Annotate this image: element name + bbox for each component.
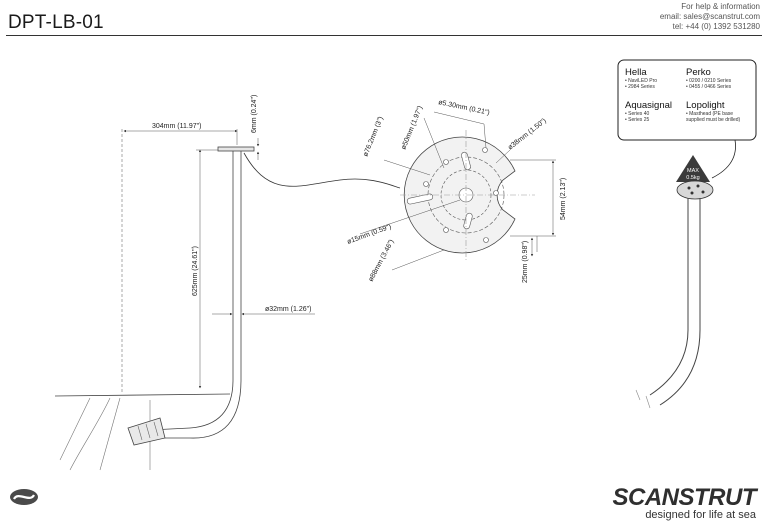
- compat-hella-1: • NaviLED Pro: [625, 78, 657, 84]
- pole-bend-inner: [149, 379, 234, 431]
- render-pole-left: [649, 198, 689, 396]
- dim-88-label: ø88mm (3.46"): [368, 239, 396, 283]
- contact-email: email: sales@scanstrut.com: [659, 12, 760, 21]
- compat-perko-1: • 0200 / 0210 Series: [686, 78, 732, 84]
- compat-perko-title: Perko: [686, 67, 711, 78]
- dim-diameter-label: ø32mm (1.26"): [265, 306, 311, 313]
- dim-25-label: 25mm (0.98"): [522, 241, 529, 283]
- max-load-badge: [676, 155, 710, 182]
- slot-left: [406, 193, 434, 205]
- dim-50-label: ø50mm (1.97"): [400, 105, 424, 151]
- plate-dimension-lines: [359, 111, 556, 271]
- deck-line: [54, 393, 231, 397]
- dim-76-label: ø76.2mm (3"): [362, 116, 384, 158]
- dim-38-label: ø38mm (1.50"): [507, 117, 548, 151]
- page-title: DPT-LB-01: [8, 12, 104, 33]
- dim-height-label: 625mm (24.61"): [192, 246, 199, 296]
- pole-bend-outer: [150, 379, 242, 439]
- dim-width-label: 304mm (11.97"): [152, 123, 201, 130]
- render-pole-right: [659, 198, 701, 406]
- max-badge-line1: MAX: [687, 168, 699, 174]
- hull-lines: [59, 397, 151, 471]
- product-render: MAX 0.5kg: [635, 155, 714, 409]
- brand-logo: SCANSTRUT: [612, 484, 757, 511]
- foot-bracket: [127, 417, 166, 446]
- contact-tel: tel: +44 (0) 1392 531280: [672, 22, 760, 31]
- brand-tagline: designed for life at sea: [645, 509, 756, 521]
- dim-54-label: 54mm (2.13"): [560, 178, 567, 220]
- compat-aquasignal-1: • Series 40: [625, 111, 649, 117]
- compat-aquasignal-title: Aquasignal: [625, 100, 672, 111]
- compat-leader-line: [711, 139, 736, 179]
- plate-features: [400, 130, 535, 260]
- dim-5-30-label: ø5.30mm (0.21"): [438, 99, 491, 117]
- slot-bottom: [463, 212, 473, 230]
- compat-lopolight-2: supplied must be drilled): [686, 117, 741, 123]
- side-view: [54, 146, 401, 471]
- top-plate: [217, 146, 255, 152]
- s-logo-icon: [10, 489, 38, 505]
- dim-15-label: ø15mm (0.59"): [346, 223, 392, 245]
- compat-hella-2: • 2984 Series: [625, 84, 655, 90]
- compat-aquasignal-2: • Series 25: [625, 117, 649, 123]
- header-divider: [6, 35, 762, 36]
- screw-hole-1: [482, 147, 488, 153]
- compat-lopolight-title: Lopolight: [686, 100, 725, 111]
- max-badge-line2: 0.5kg: [686, 175, 699, 181]
- dim-top-label: 6mm (0.24"): [251, 95, 258, 133]
- contact-info: For help & information email: sales@scan…: [660, 2, 760, 32]
- side-view-dimensions: [121, 129, 315, 394]
- compat-perko-2: • 0455 / 0466 Series: [686, 84, 732, 90]
- render-plate: [676, 180, 714, 200]
- contact-help: For help & information: [681, 2, 760, 11]
- compat-lopolight-1: • Masthead (PE base: [686, 111, 733, 117]
- compat-hella-title: Hella: [625, 67, 647, 78]
- compatibility-box: [617, 59, 757, 141]
- cable-line: [243, 152, 401, 189]
